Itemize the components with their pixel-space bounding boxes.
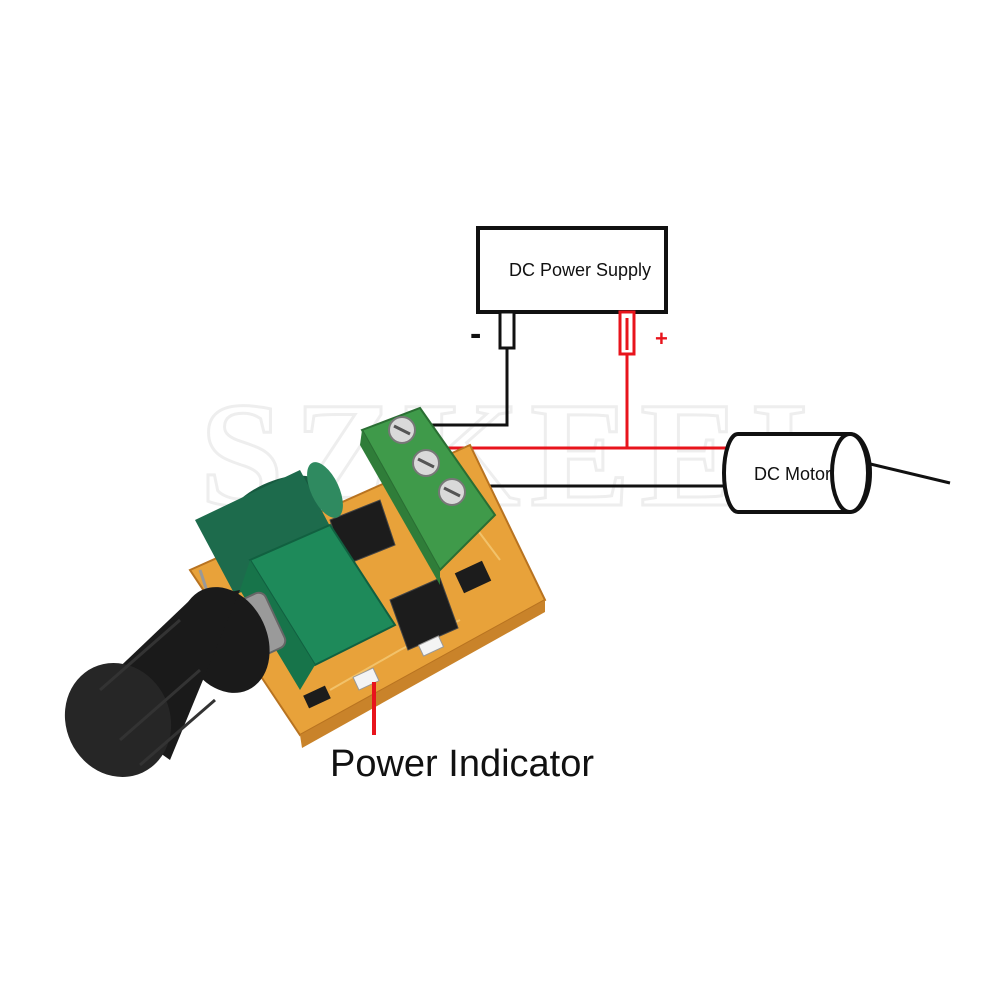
wires bbox=[410, 348, 951, 488]
screw-terminal-icon bbox=[360, 406, 497, 585]
minus-sign: - bbox=[470, 315, 481, 353]
power-supply-label: DC Power Supply bbox=[509, 260, 651, 280]
power-supply-box-icon bbox=[476, 226, 668, 356]
motor-shaft bbox=[861, 460, 951, 485]
capacitor-icon bbox=[195, 462, 343, 601]
dc-motor-icon bbox=[722, 432, 872, 514]
power-indicator-led bbox=[352, 667, 380, 691]
negative-wire bbox=[410, 348, 509, 427]
plus-sign: + bbox=[655, 326, 668, 351]
potentiometer-knob-icon bbox=[64, 587, 270, 777]
motor-label: DC Motor bbox=[754, 464, 831, 484]
power-indicator-label: Power Indicator bbox=[330, 743, 594, 785]
